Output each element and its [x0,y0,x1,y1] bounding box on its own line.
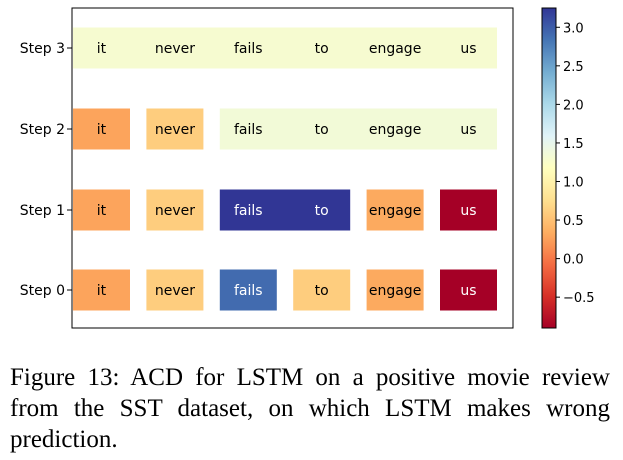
token-label: it [97,41,107,57]
heatmap-cell [146,108,204,150]
heatmap-cell [146,269,204,311]
heatmap-cell [73,108,130,150]
token-label: it [97,122,107,138]
axes-frame [71,7,514,329]
token-label: it [97,283,107,299]
heatmap-cell [366,269,424,311]
token-label: never [155,122,195,138]
heatmap-cell [366,189,424,231]
colorbar-tick-label: 1.0 [563,175,584,190]
token-label: engage [369,122,421,138]
colorbar-tick-label: 0.0 [563,253,584,268]
heatmap-cell [293,269,351,311]
token-label: engage [369,203,421,219]
figure-caption: Figure 13: ACD for LSTM on a positive mo… [10,364,610,453]
y-tick-label: Step 0 [20,283,65,299]
token-label: engage [369,283,421,299]
token-label: to [315,41,329,57]
heatmap-cell [440,189,497,231]
y-tick-label: Step 2 [20,122,65,138]
colorbar-tick-label: 2.5 [563,60,584,75]
heatmap-cell [146,189,204,231]
colorbar-gradient [541,7,557,329]
token-label: us [460,203,476,219]
heatmap-row: Step 2 it never fails to engage us [20,108,498,150]
heatmap-row: Step 1 it never fails to engage us [20,189,497,231]
token-label: to [315,203,329,219]
colorbar: 3.0 2.5 2.0 1.5 1.0 0.5 0.0 −0.5 [541,7,595,329]
colorbar-tick-label: 1.5 [563,137,584,152]
token-label: never [155,283,195,299]
colorbar-tick-label: −0.5 [563,291,595,306]
token-label: never [155,203,195,219]
token-label: to [315,283,329,299]
colorbar-tick-label: 3.0 [563,21,584,36]
heatmap-cell [440,269,497,311]
heatmap-cell [73,269,130,311]
heatmap-cell [73,189,130,231]
heatmap-cell [73,27,497,69]
token-label: to [315,122,329,138]
heatmap-cell [219,108,498,150]
y-tick-label: Step 3 [20,41,65,57]
token-label: fails [234,203,263,219]
token-label: us [460,283,476,299]
token-label: fails [234,283,263,299]
heatmap-cell [219,269,277,311]
colorbar-tick-label: 0.5 [563,214,584,229]
heatmap-row: Step 0 it never fails to engage us [20,269,497,311]
colorbar-tick-label: 2.0 [563,98,584,113]
token-label: us [460,122,476,138]
heatmap-cell [219,189,351,231]
y-tick-label: Step 1 [20,203,65,219]
token-label: engage [369,41,421,57]
heatmap-row: Step 3 it never fails to engage us [20,27,497,69]
token-label: it [97,203,107,219]
token-label: fails [234,122,263,138]
token-label: fails [234,41,263,57]
token-label: us [460,41,476,57]
token-label: never [155,41,195,57]
